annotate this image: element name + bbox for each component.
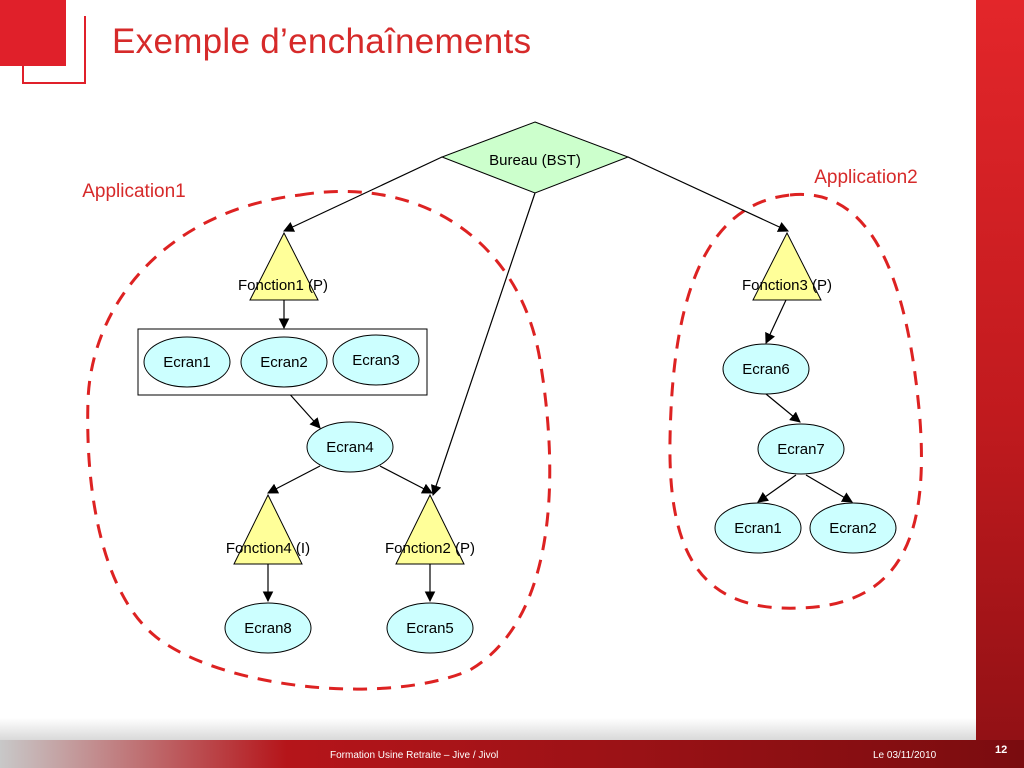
edge-root-fonction2 bbox=[430, 192, 536, 497]
logo-frame-edge bbox=[22, 66, 24, 84]
ecran3-node bbox=[332, 334, 420, 386]
edge-ecran6-ecran7 bbox=[765, 393, 801, 423]
edge-ecran7-ecran2 bbox=[805, 474, 853, 503]
root-node-diamond bbox=[440, 121, 630, 194]
edge-ecran4-fonction4 bbox=[267, 465, 321, 494]
edge-root-fonction1 bbox=[283, 156, 443, 232]
ecran6-node bbox=[722, 343, 810, 395]
bottom-gray-strip bbox=[0, 718, 976, 740]
ecran1-label: Ecran1 bbox=[163, 354, 211, 371]
ecran1-node bbox=[143, 336, 231, 388]
fonction1-triangle bbox=[249, 231, 319, 301]
logo-red-square bbox=[0, 0, 66, 66]
footer-text: Formation Usine Retraite – Jive / Jivol bbox=[330, 750, 499, 761]
edge-ecran4-fonction2 bbox=[379, 465, 433, 494]
fonction4-triangle bbox=[233, 493, 303, 565]
fonction4-label: Fonction4 (I) bbox=[226, 540, 310, 557]
fonction1-label: Fonction1 (P) bbox=[238, 277, 328, 294]
fonction2-triangle bbox=[395, 493, 465, 565]
ecran8-label: Ecran8 bbox=[244, 620, 292, 637]
ecran2-node bbox=[240, 336, 328, 388]
ecran4-node bbox=[306, 421, 394, 473]
application2-boundary bbox=[668, 192, 923, 610]
fonction3-triangle bbox=[752, 231, 822, 301]
group-label-application2: Application2 bbox=[814, 167, 918, 188]
application1-boundary bbox=[86, 190, 552, 691]
fonction3-label: Fonction3 (P) bbox=[742, 277, 832, 294]
ecran1-app2-label: Ecran1 bbox=[734, 520, 782, 537]
edge-root-fonction3 bbox=[627, 156, 789, 232]
logo-frame bbox=[22, 16, 86, 84]
ecran3-label: Ecran3 bbox=[352, 352, 400, 369]
fonction2-label: Fonction2 (P) bbox=[385, 540, 475, 557]
ecran7-node bbox=[757, 423, 845, 475]
slide-title: Exemple d’enchaînements bbox=[112, 22, 532, 61]
edge-fonction3-ecran6 bbox=[765, 299, 787, 344]
ecran2-app2-node bbox=[809, 502, 897, 554]
group-label-application1: Application1 bbox=[82, 181, 186, 202]
ecran4-label: Ecran4 bbox=[326, 439, 374, 456]
ecran7-label: Ecran7 bbox=[777, 441, 825, 458]
footer-date: Le 03/11/2010 bbox=[873, 750, 937, 761]
ecran2-app2-label: Ecran2 bbox=[829, 520, 877, 537]
right-decor-band bbox=[976, 0, 1024, 768]
page-number: 12 bbox=[995, 744, 1008, 756]
sequence-diagram: Application1 Application2 Bureau (BST) F… bbox=[82, 121, 923, 691]
ecran2-label: Ecran2 bbox=[260, 354, 308, 371]
ecran5-label: Ecran5 bbox=[406, 620, 454, 637]
ecran1-app2-node bbox=[714, 502, 802, 554]
edge-ecran2-ecran4 bbox=[285, 389, 321, 429]
ecran8-node bbox=[224, 602, 312, 654]
edge-ecran7-ecran1 bbox=[757, 474, 797, 503]
footer-band bbox=[0, 740, 1024, 768]
root-node-label: Bureau (BST) bbox=[489, 152, 581, 169]
ecran5-node bbox=[386, 602, 474, 654]
ecran6-label: Ecran6 bbox=[742, 361, 790, 378]
